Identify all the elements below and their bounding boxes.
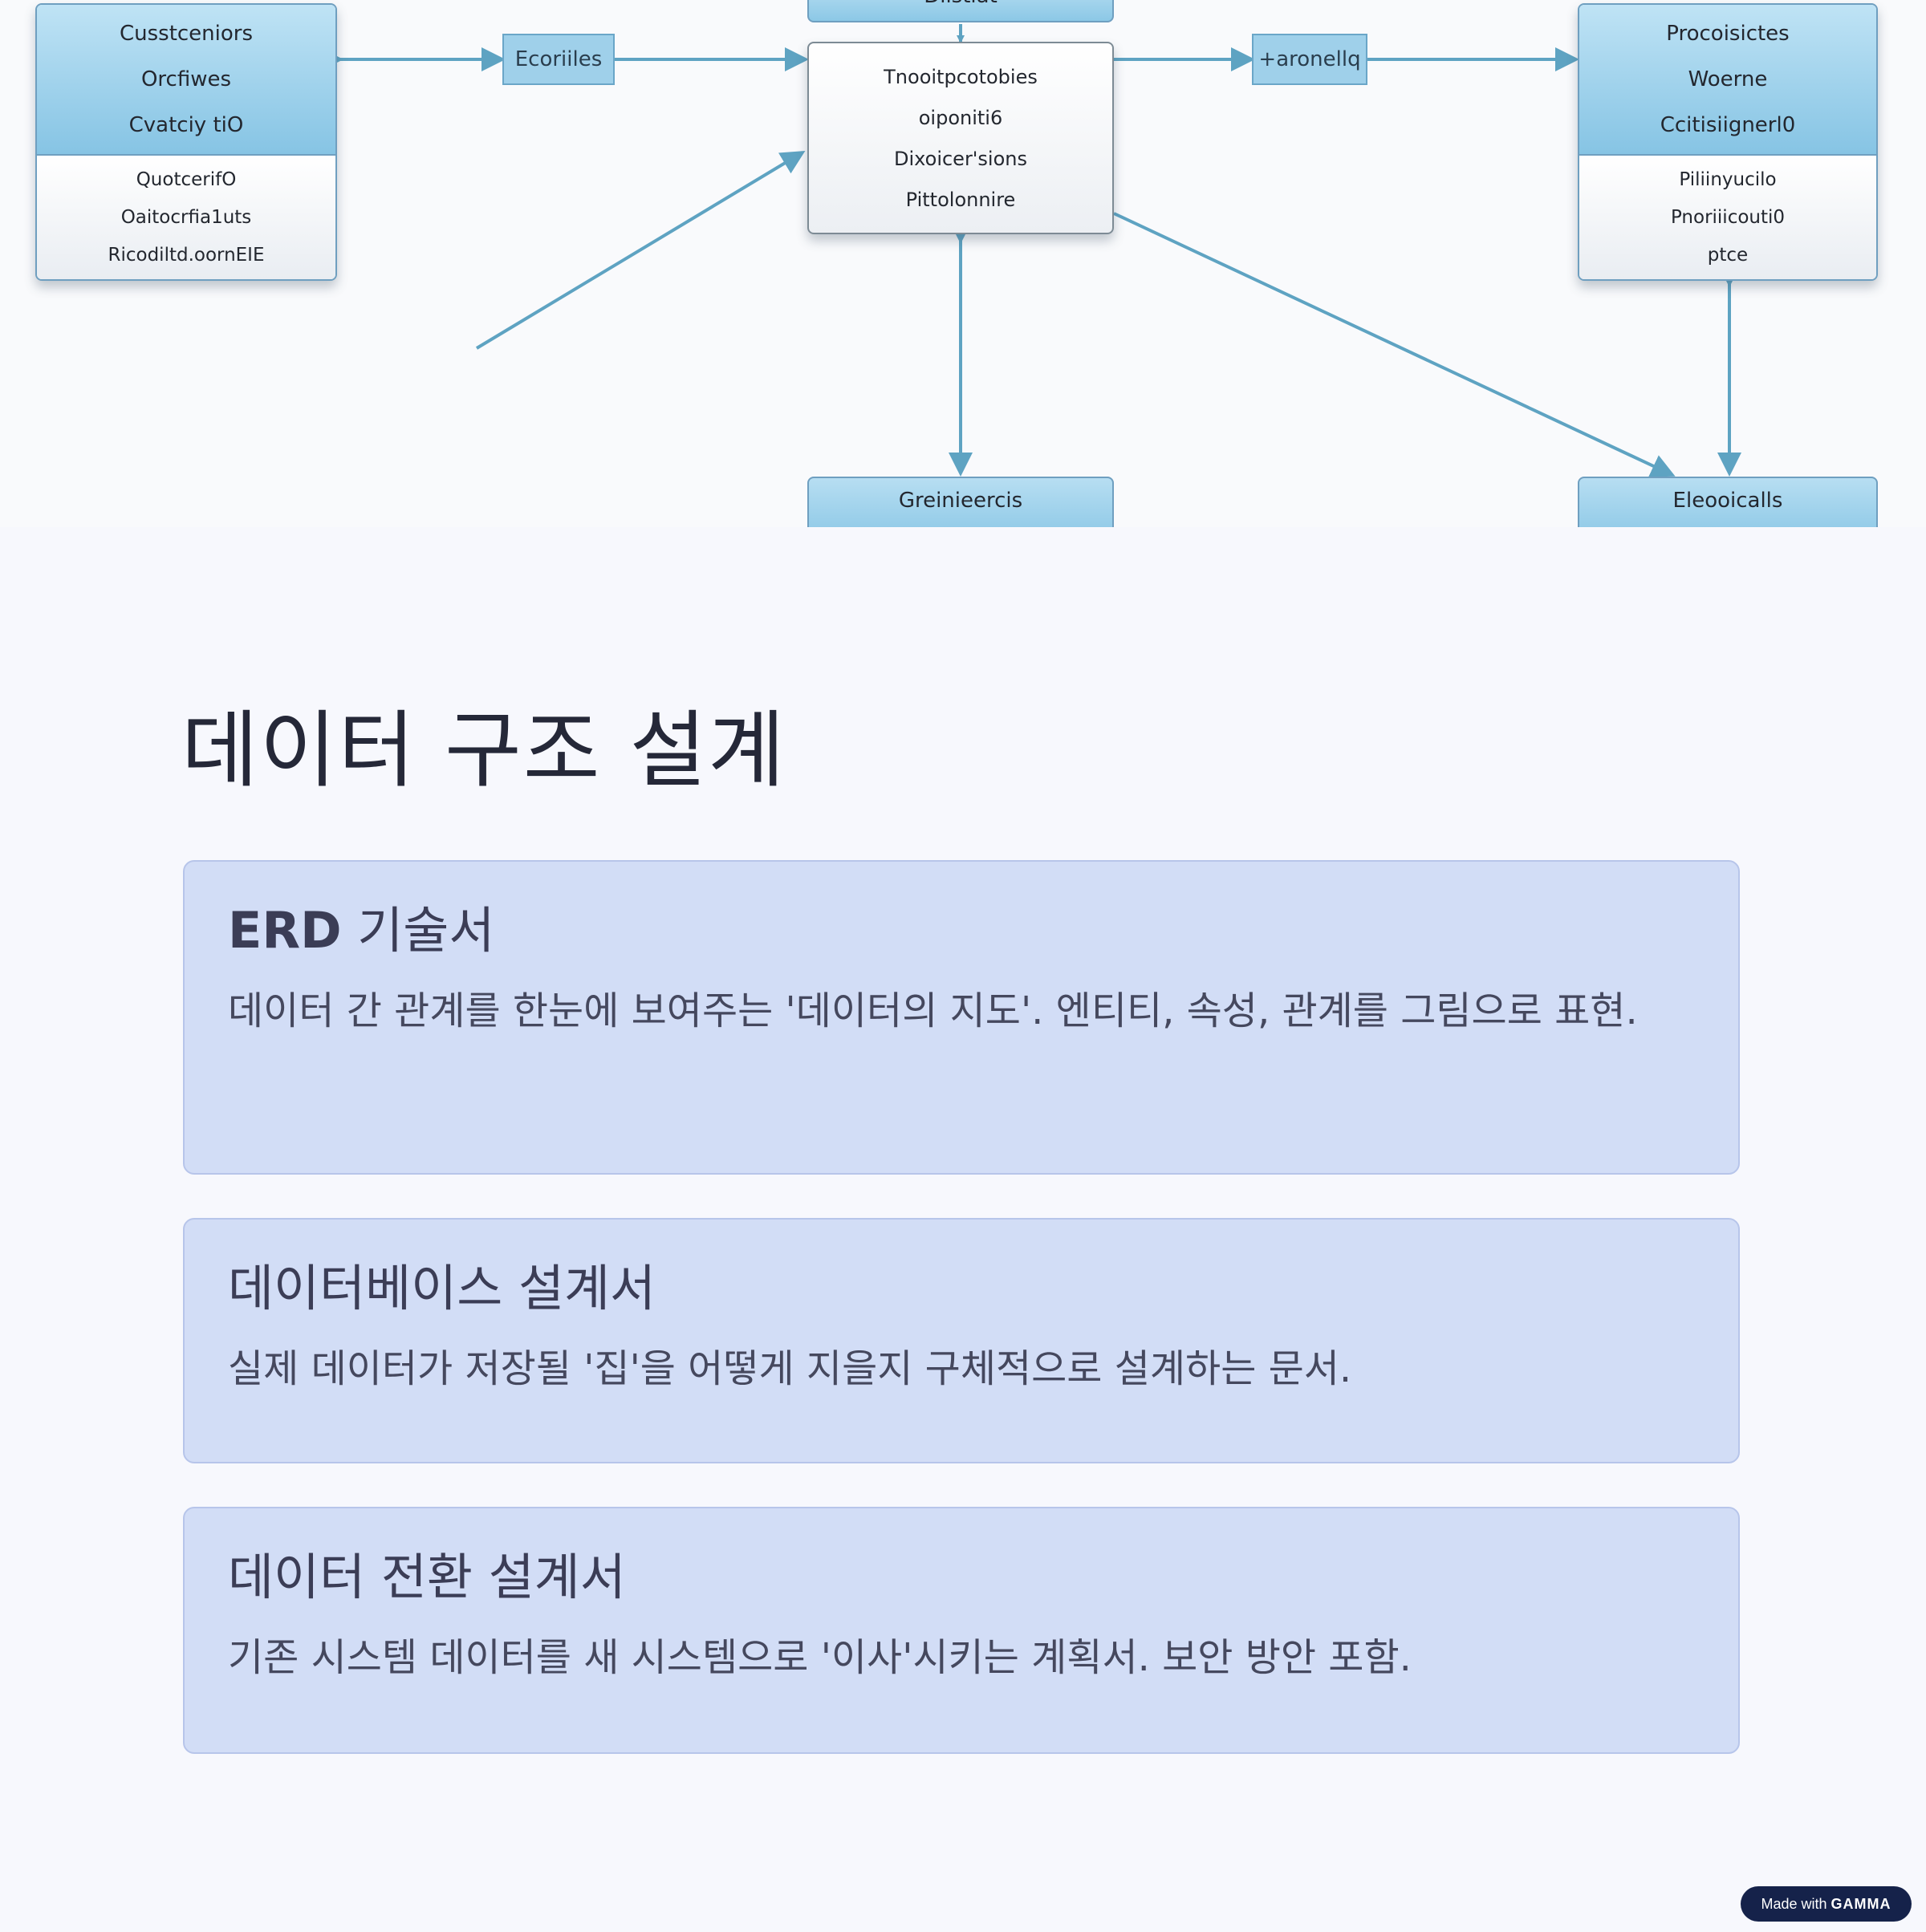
customer-header-line: Cvatciy tiO [128,112,244,137]
center-entity-line: Tnooitpcotobies [884,65,1038,88]
center-entity-line: oiponiti6 [918,106,1003,129]
page-title: 데이터 구조 설계 [181,701,786,799]
card-body: 실제 데이터가 저장될 '집'을 어떻게 지을지 구체적으로 설계하는 문서. [228,1346,1352,1391]
product-header-line: Woerne [1688,67,1768,91]
customer-entity-fields: QuotcerifO Oaitocrfia1uts Ricodiltd.oorn… [37,156,335,279]
product-entity-header: Procoisictes Woerne Ccitisiignerl0 [1579,5,1876,156]
relation-tag-left: Ecoriiles [502,34,615,85]
center-entity-line: Pittolonnire [905,188,1016,211]
top-entity-label: Diistiat [924,0,998,8]
erd-hero-image: Diistiat Cusstceniors Orcfiwes Cvatciy t… [0,0,1926,527]
customer-entity: Cusstceniors Orcfiwes Cvatciy tiO Quotce… [35,3,337,281]
customer-field: Ricodiltd.oornEIE [108,245,265,266]
bottom-right-label: Eleooicalls [1672,489,1783,513]
relation-tag-right: +aronellq [1252,34,1367,85]
card-title: ERD 기술서 [228,899,1695,963]
customer-field: Oaitocrfia1uts [120,206,252,228]
connector-lines [319,24,1741,477]
product-entity: Procoisictes Woerne Ccitisiignerl0 Pilii… [1578,3,1878,281]
bottom-center-label: Greinieercis [898,489,1023,513]
connector-diagonal-left [475,150,806,350]
customer-field: QuotcerifO [136,168,237,190]
card-database-design: 데이터베이스 설계서 실제 데이터가 저장될 '집'을 어떻게 지을지 구체적으… [183,1218,1740,1463]
card-data-migration: 데이터 전환 설계서 기존 시스템 데이터를 새 시스템으로 '이사'시키는 계… [183,1507,1740,1754]
card-title-rest: 데이터 전환 설계서 [228,1548,626,1606]
bottom-right-entity: Eleooicalls [1578,477,1878,527]
top-entity-stub: Diistiat [807,0,1114,22]
customer-header-line: Orcfiwes [140,67,232,91]
center-entity: Tnooitpcotobies oiponiti6 Dixoicer'sions… [807,42,1114,234]
card-erd: ERD 기술서 데이터 간 관계를 한눈에 보여주는 '데이터의 지도'. 엔티… [183,860,1740,1175]
bottom-center-entity: Greinieercis [807,477,1114,527]
product-field: ptce [1707,245,1749,266]
customer-header-line: Cusstceniors [119,22,254,47]
gamma-logo-text: GAMMA [1831,1896,1891,1912]
made-with-gamma-badge[interactable]: Made with GAMMA [1741,1886,1912,1922]
card-body: 기존 시스템 데이터를 새 시스템으로 '이사'시키는 계획서. 보안 방안 포… [228,1635,1412,1680]
badge-prefix: Made with [1761,1896,1827,1912]
card-title-rest: 기술서 [341,901,495,960]
card-body: 데이터 간 관계를 한눈에 보여주는 '데이터의 지도'. 엔티티, 속성, 관… [228,988,1638,1033]
card-title-rest: 데이터베이스 설계서 [228,1259,656,1317]
product-entity-fields: Piliinyucilo Pnoriiicouti0 ptce [1579,156,1876,279]
card-title: 데이터베이스 설계서 [228,1256,1695,1321]
product-field: Piliinyucilo [1679,168,1777,190]
connector-diagonal-right [1113,212,1676,477]
center-entity-line: Dixoicer'sions [894,147,1027,170]
card-title: 데이터 전환 설계서 [228,1545,1695,1609]
product-field: Pnoriiicouti0 [1670,206,1786,228]
customer-entity-header: Cusstceniors Orcfiwes Cvatciy tiO [37,5,335,156]
product-header-line: Ccitisiignerl0 [1660,112,1796,137]
product-header-line: Procoisictes [1666,22,1790,47]
card-title-strong: ERD [228,901,342,960]
